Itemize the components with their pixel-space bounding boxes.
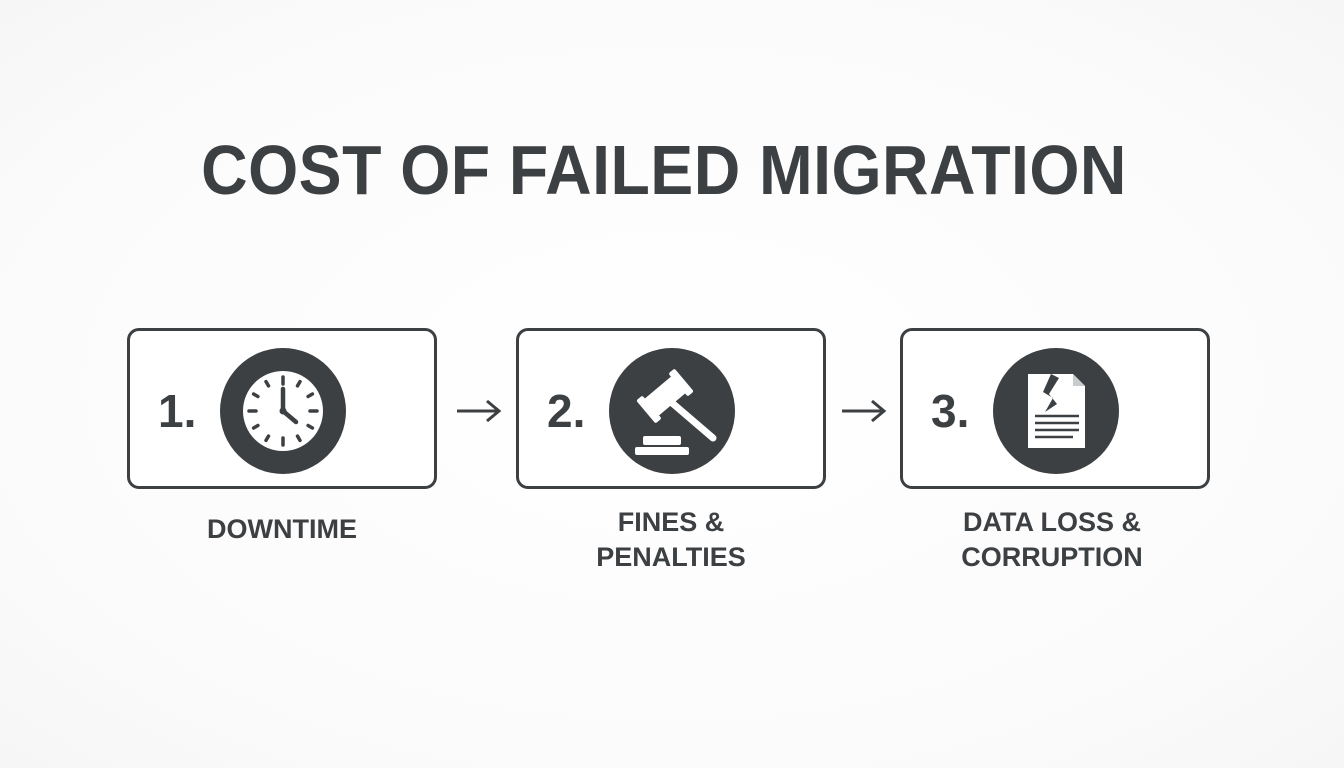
caption-line: CORRUPTION xyxy=(961,542,1143,572)
broken-document-icon xyxy=(993,348,1119,474)
caption-line: DOWNTIME xyxy=(207,514,357,544)
step-box-downtime: 1. xyxy=(127,328,437,489)
step-box-fines: 2. xyxy=(516,328,826,489)
arrow-right-icon xyxy=(457,399,502,423)
caption-downtime: DOWNTIME xyxy=(122,512,442,547)
caption-data-loss: DATA LOSS & CORRUPTION xyxy=(892,505,1212,575)
step-number: 3. xyxy=(931,385,970,437)
clock-icon xyxy=(220,348,346,474)
caption-line: FINES & xyxy=(617,507,725,537)
gavel-icon xyxy=(609,348,735,474)
caption-line: DATA LOSS & xyxy=(963,507,1141,537)
caption-fines: FINES & PENALTIES xyxy=(511,505,831,575)
diagram-title: COST OF FAILED MIGRATION xyxy=(201,131,1127,209)
step-number: 2. xyxy=(547,385,586,437)
step-box-data-loss: 3. xyxy=(900,328,1210,489)
arrow-right-icon xyxy=(842,399,887,423)
step-number: 1. xyxy=(158,385,197,437)
caption-line: PENALTIES xyxy=(596,542,746,572)
